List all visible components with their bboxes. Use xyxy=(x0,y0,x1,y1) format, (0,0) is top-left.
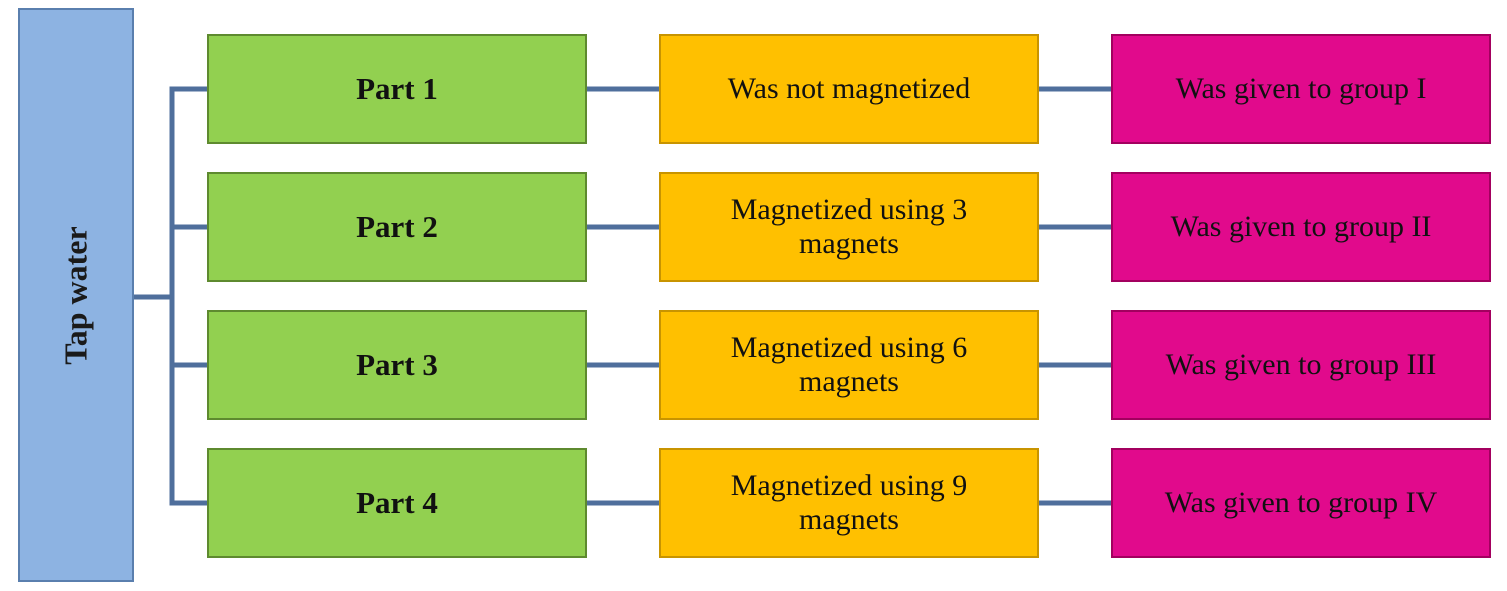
root-node-tap-water: Tap water xyxy=(18,8,134,582)
group-node-1: Was given to group I xyxy=(1111,34,1491,144)
group-node-2: Was given to group II xyxy=(1111,172,1491,282)
treatment-node-4: Magnetized using 9 magnets xyxy=(659,448,1039,558)
group-node-4: Was given to group IV xyxy=(1111,448,1491,558)
treatment-node-3: Magnetized using 6 magnets xyxy=(659,310,1039,420)
part-node-3: Part 3 xyxy=(207,310,587,420)
part-node-4: Part 4 xyxy=(207,448,587,558)
group-node-3: Was given to group III xyxy=(1111,310,1491,420)
part-node-1: Part 1 xyxy=(207,34,587,144)
treatment-node-1: Was not magnetized xyxy=(659,34,1039,144)
root-node-label: Tap water xyxy=(57,225,94,365)
part-node-2: Part 2 xyxy=(207,172,587,282)
treatment-node-2: Magnetized using 3 magnets xyxy=(659,172,1039,282)
